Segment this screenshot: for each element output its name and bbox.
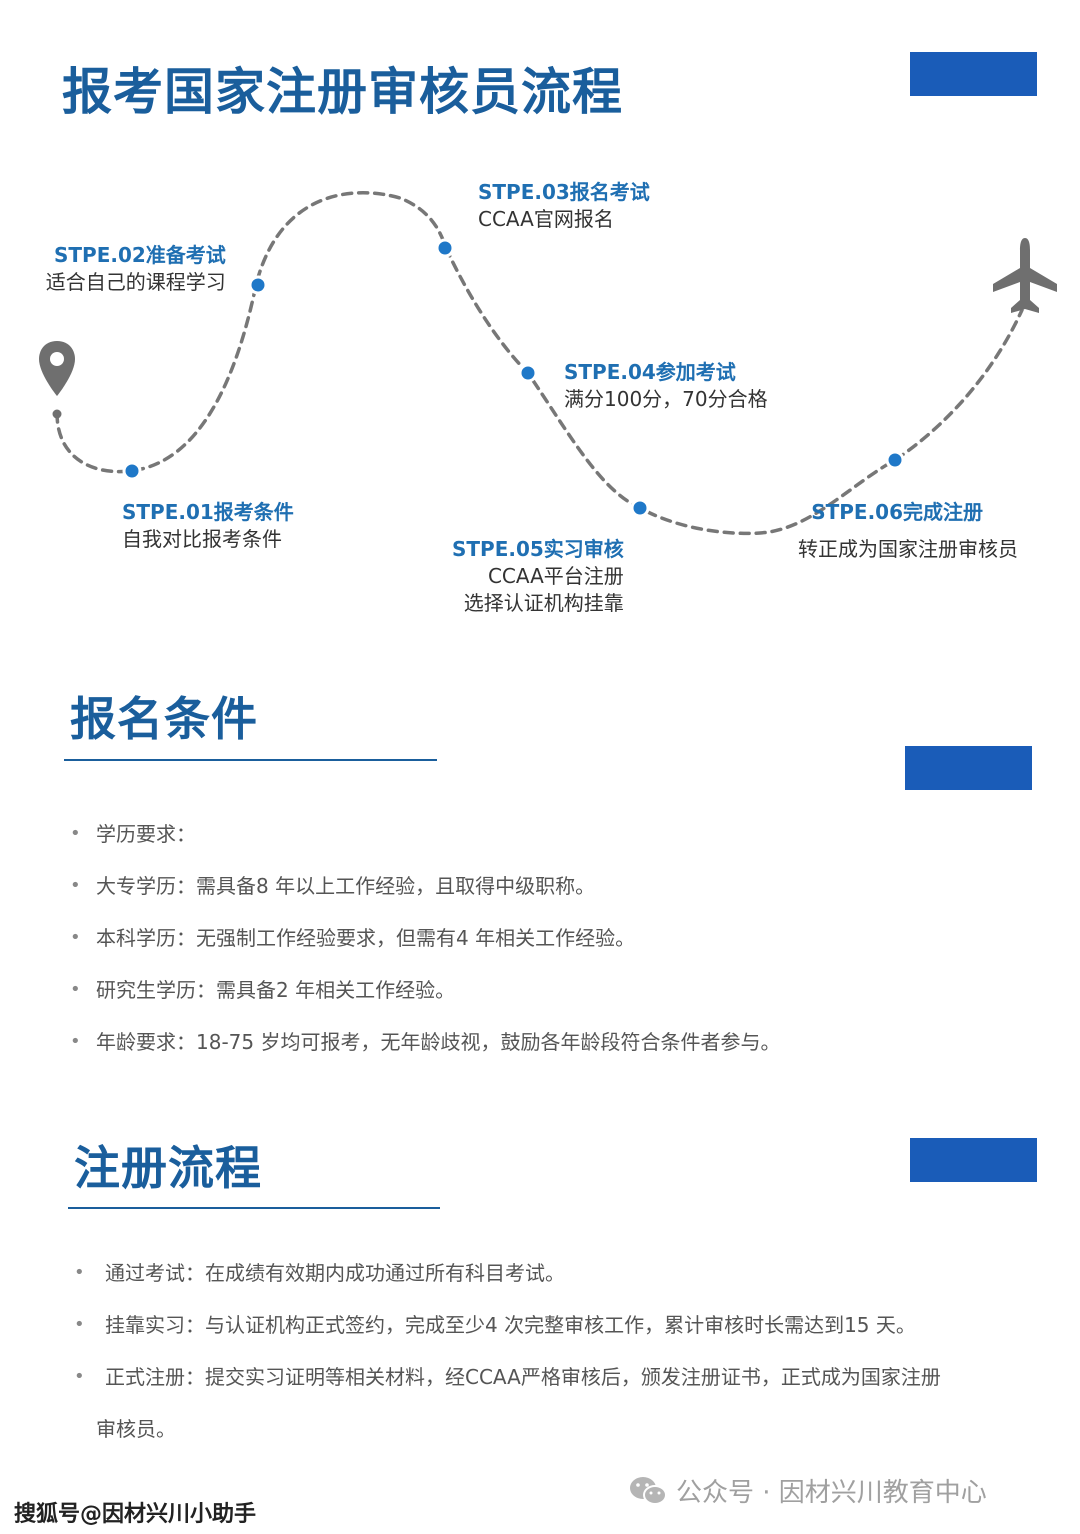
step-03: STPE.03报名考试 CCAA官网报名 (478, 178, 650, 233)
step-03-desc: CCAA官网报名 (478, 207, 614, 231)
wechat-account-label: 公众号 · 因材兴川教育中心 (676, 1478, 987, 1508)
page-title: 报考国家注册审核员流程 (62, 63, 623, 121)
step-02-desc: 适合自己的课程学习 (45, 270, 226, 294)
list-item: 年龄要求：18-75 岁均可报考，无年龄歧视，鼓励各年龄段符合条件者参与。 (70, 1016, 780, 1068)
section-underline-registration (68, 1207, 440, 1209)
list-item: 通过考试：在成绩有效期内成功通过所有科目考试。 (74, 1247, 941, 1299)
step-06: STPE.06完成注册 转正成为国家注册审核员 (798, 498, 1018, 563)
registration-list: 通过考试：在成绩有效期内成功通过所有科目考试。 挂靠实习：与认证机构正式签约，完… (74, 1247, 941, 1455)
requirements-list: 学历要求： 大专学历：需具备8 年以上工作经验，且取得中级职称。 本科学历：无强… (70, 808, 780, 1068)
step-04-dot (518, 363, 538, 383)
step-02: STPE.02准备考试 适合自己的课程学习 (44, 241, 226, 296)
decorative-blue-block (910, 1138, 1037, 1182)
step-01: STPE.01报考条件 自我对比报考条件 (122, 498, 294, 553)
list-item: 正式注册：提交实习证明等相关材料，经CCAA严格审核后，颁发注册证书，正式成为国… (74, 1351, 941, 1403)
step-01-dot (122, 461, 142, 481)
step-04-desc: 满分100分，70分合格 (564, 387, 768, 411)
map-pin-icon (39, 341, 75, 419)
step-03-dot (435, 238, 455, 258)
step-05-title: STPE.05实习审核 (452, 537, 624, 561)
step-05: STPE.05实习审核 CCAA平台注册 选择认证机构挂靠 (452, 535, 624, 617)
step-03-title: STPE.03报名考试 (478, 180, 650, 204)
sohu-watermark: 搜狐号@因材兴川小助手 (14, 1502, 257, 1527)
list-item: 学历要求： (70, 808, 780, 860)
step-02-title: STPE.02准备考试 (54, 243, 226, 267)
step-06-dot (885, 450, 905, 470)
list-item: 本科学历：无强制工作经验要求，但需有4 年相关工作经验。 (70, 912, 780, 964)
list-item: 大专学历：需具备8 年以上工作经验，且取得中级职称。 (70, 860, 780, 912)
section-underline-requirements (64, 759, 437, 761)
flow-dashed-path (55, 191, 1024, 536)
airplane-icon (993, 238, 1057, 313)
step-06-desc: 转正成为国家注册审核员 (798, 537, 1018, 561)
step-05-desc-line1: CCAA平台注册 (487, 564, 624, 588)
step-05-dot (630, 498, 650, 518)
wechat-watermark: 公众号 · 因材兴川教育中心 (628, 1472, 987, 1509)
decorative-blue-block (910, 52, 1037, 96)
step-04: STPE.04参加考试 满分100分，70分合格 (564, 358, 768, 413)
step-01-desc: 自我对比报考条件 (122, 527, 282, 551)
section-title-registration: 注册流程 (74, 1141, 262, 1195)
flow-path-diagram (39, 191, 1057, 536)
list-item-continuation: 审核员。 (96, 1417, 176, 1441)
step-04-title: STPE.04参加考试 (564, 360, 736, 384)
step-06-title: STPE.06完成注册 (811, 500, 983, 524)
wechat-icon (630, 1476, 667, 1505)
list-item: 挂靠实习：与认证机构正式签约，完成至少4 次完整审核工作，累计审核时长需达到15… (74, 1299, 941, 1351)
list-item: 研究生学历：需具备2 年相关工作经验。 (70, 964, 780, 1016)
flow-step-dots (122, 238, 905, 518)
step-01-title: STPE.01报考条件 (122, 500, 294, 524)
step-05-desc-line2: 选择认证机构挂靠 (463, 591, 624, 615)
step-02-dot (248, 275, 268, 295)
section-title-requirements: 报名条件 (70, 692, 258, 746)
decorative-blue-block (905, 746, 1032, 790)
